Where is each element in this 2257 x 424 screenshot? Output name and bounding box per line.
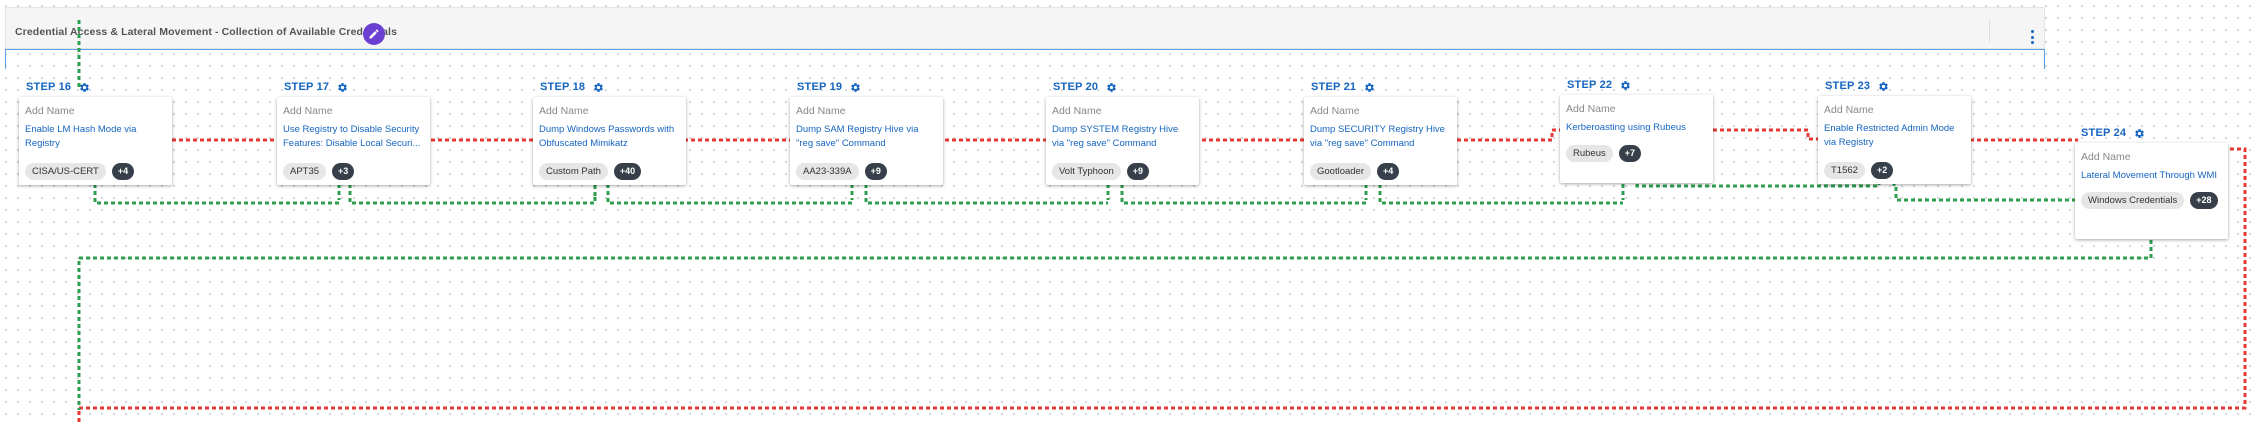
more-tags-badge[interactable]: +2: [1870, 162, 1894, 179]
step-settings-gear-icon[interactable]: [1364, 82, 1375, 93]
success-connector: [77, 20, 2153, 410]
step-header: STEP 22: [1567, 79, 1631, 91]
step-settings-gear-icon[interactable]: [1106, 82, 1117, 93]
scenario-title: Credential Access & Lateral Movement - C…: [15, 26, 398, 38]
tag-row: AA23-339A +9: [796, 163, 936, 180]
step-header: STEP 19: [797, 81, 861, 93]
tag-chip: APT35: [283, 163, 327, 180]
action-title-link[interactable]: Dump SAM Registry Hive via "reg save" Co…: [796, 124, 919, 149]
add-name-field[interactable]: Add Name: [1824, 104, 1874, 116]
step-header: STEP 16: [26, 81, 90, 93]
step-label: STEP 18: [540, 81, 586, 93]
step-header: STEP 23: [1825, 80, 1889, 92]
pencil-icon: [369, 29, 379, 39]
more-tags-badge[interactable]: +40: [613, 163, 642, 180]
add-name-field[interactable]: Add Name: [1310, 105, 1360, 117]
add-name-field[interactable]: Add Name: [539, 105, 589, 117]
scenario-header: Credential Access & Lateral Movement - C…: [5, 7, 2045, 49]
tag-row: Rubeus +7: [1566, 145, 1706, 162]
add-name-field[interactable]: Add Name: [25, 105, 75, 117]
more-options-icon[interactable]: [2026, 30, 2038, 44]
tag-chip: AA23-339A: [796, 163, 859, 180]
step-label: STEP 17: [284, 81, 330, 93]
tag-chip: Rubeus: [1566, 145, 1613, 162]
action-title-link[interactable]: Enable Restricted Admin Mode via Registr…: [1824, 123, 1955, 148]
step-label: STEP 20: [1053, 81, 1099, 93]
more-tags-badge[interactable]: +28: [2190, 192, 2218, 209]
add-name-field[interactable]: Add Name: [796, 105, 846, 117]
step-header: STEP 20: [1053, 81, 1117, 93]
step-settings-gear-icon[interactable]: [593, 82, 604, 93]
action-title-link[interactable]: Kerberoasting using Rubeus: [1566, 122, 1686, 133]
step-header: STEP 24: [2081, 127, 2145, 139]
tag-chip: CISA/US-CERT: [25, 163, 106, 180]
step-label: STEP 24: [2081, 127, 2127, 139]
tag-row: Custom Path +40: [539, 163, 679, 180]
fail-connector: [77, 128, 2247, 424]
more-tags-badge[interactable]: +7: [1618, 145, 1642, 162]
more-tags-badge[interactable]: +9: [1126, 163, 1150, 180]
step-header: STEP 17: [284, 81, 348, 93]
tag-row: Volt Typhoon +9: [1052, 163, 1192, 180]
tag-chip: Windows Credentials: [2081, 192, 2185, 209]
tag-chip: Custom Path: [539, 163, 608, 180]
step-label: STEP 23: [1825, 80, 1871, 92]
tag-row: Gootloader +4: [1310, 163, 1450, 180]
add-name-field[interactable]: Add Name: [1052, 105, 1102, 117]
edit-title-button[interactable]: [363, 23, 385, 45]
add-name-field[interactable]: Add Name: [283, 105, 333, 117]
tag-row: CISA/US-CERT +4: [25, 163, 165, 180]
step-header: STEP 18: [540, 81, 604, 93]
tag-chip: Gootloader: [1310, 163, 1372, 180]
action-title-link[interactable]: Dump SYSTEM Registry Hive via "reg save"…: [1052, 124, 1179, 149]
add-name-field[interactable]: Add Name: [2081, 151, 2131, 163]
selection-frame: [5, 49, 2045, 69]
step-label: STEP 16: [26, 81, 72, 93]
tag-row: APT35 +3: [283, 163, 423, 180]
step-settings-gear-icon[interactable]: [1620, 80, 1631, 91]
action-title-link[interactable]: Enable LM Hash Mode via Registry: [25, 124, 137, 149]
more-tags-badge[interactable]: +9: [864, 163, 887, 180]
step-settings-gear-icon[interactable]: [2134, 128, 2145, 139]
tag-row: T1562 +2: [1824, 162, 1964, 179]
step-settings-gear-icon[interactable]: [850, 82, 861, 93]
more-tags-badge[interactable]: +4: [1377, 163, 1400, 180]
step-settings-gear-icon[interactable]: [337, 82, 348, 93]
tag-chip: T1562: [1824, 162, 1865, 179]
step-label: STEP 19: [797, 81, 843, 93]
tag-row: Windows Credentials +28: [2081, 192, 2221, 209]
action-title-link[interactable]: Lateral Movement Through WMI: [2081, 170, 2218, 181]
add-name-field[interactable]: Add Name: [1566, 103, 1616, 115]
action-title-link[interactable]: Dump Windows Passwords with Obfuscated M…: [539, 124, 675, 149]
more-tags-badge[interactable]: +3: [332, 163, 355, 180]
step-settings-gear-icon[interactable]: [1878, 81, 1889, 92]
more-tags-badge[interactable]: +4: [111, 163, 135, 180]
header-divider: [1989, 20, 1990, 42]
action-title-link[interactable]: Dump SECURITY Registry Hive via "reg sav…: [1310, 124, 1445, 149]
step-label: STEP 22: [1567, 79, 1613, 91]
step-settings-gear-icon[interactable]: [79, 82, 90, 93]
step-header: STEP 21: [1311, 81, 1375, 93]
tag-chip: Volt Typhoon: [1052, 163, 1121, 180]
step-label: STEP 21: [1311, 81, 1357, 93]
action-title-link[interactable]: Use Registry to Disable Security Feature…: [283, 124, 421, 149]
